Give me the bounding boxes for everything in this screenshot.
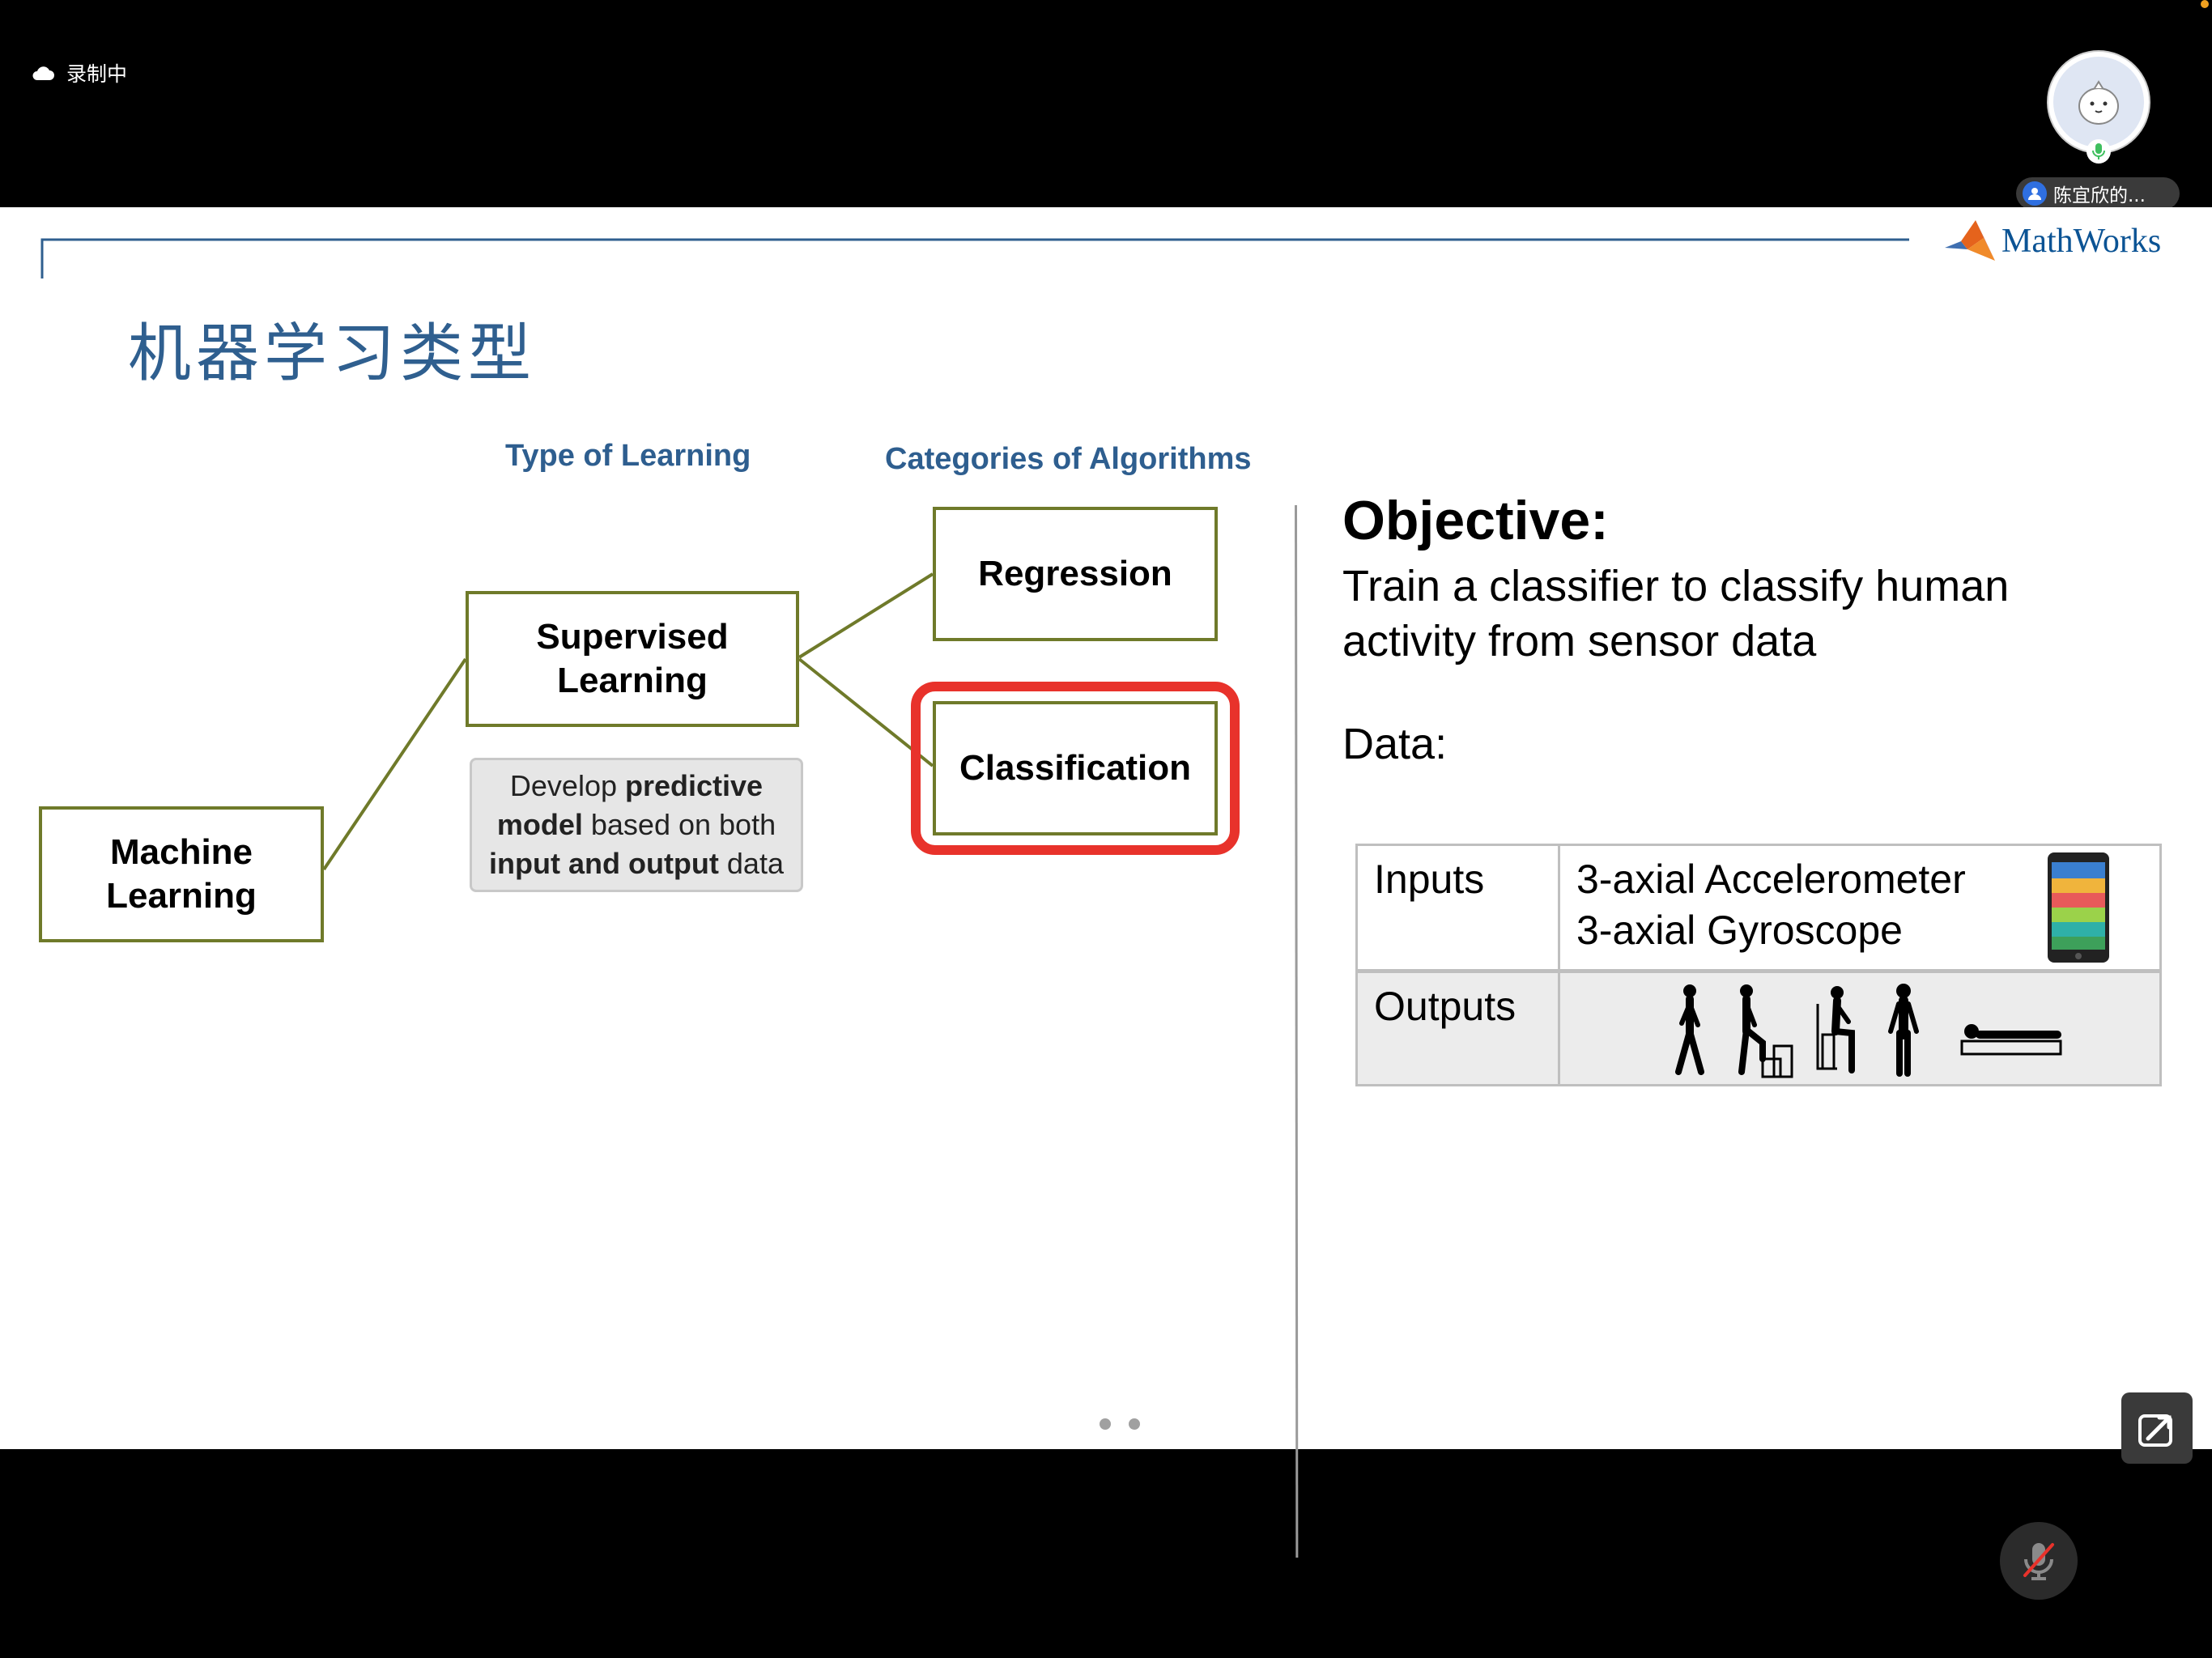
mathworks-logo: MathWorks [1943, 219, 2161, 264]
status-dot [2201, 0, 2209, 8]
smartphone-icon [2048, 852, 2109, 963]
recording-label: 录制中 [66, 62, 128, 86]
mute-microphone-button[interactable] [2000, 1522, 2078, 1600]
inputs-value: 3-axial Accelerometer 3-axial Gyroscope [1560, 846, 2159, 969]
table-row-separator [1358, 969, 2159, 973]
participant-avatar[interactable] [2048, 52, 2149, 152]
mascot-icon [2078, 80, 2119, 125]
box-sl-line2: Learning [557, 661, 708, 700]
cloud-icon [32, 66, 54, 80]
mic-active-icon [2087, 139, 2111, 164]
desc-text: based on both [582, 808, 776, 842]
slide-divider [1295, 504, 1299, 1558]
classification-highlight [911, 682, 1240, 855]
header-type-of-learning: Type of Learning [505, 439, 751, 473]
desc-text: data [718, 846, 784, 880]
box-sl-line1: Supervised [536, 617, 729, 657]
box-classification: Classification [933, 701, 1218, 835]
activity-icons [1675, 984, 2062, 1078]
box-ml-line1: Machine [109, 832, 253, 873]
supervised-description: Develop predictive model based on both i… [470, 758, 803, 892]
inputs-label: Inputs [1358, 846, 1560, 969]
slide-pager[interactable] [1100, 1418, 1140, 1430]
pager-dot[interactable] [1129, 1418, 1140, 1430]
box-supervised-learning: Supervised Learning [466, 591, 799, 727]
membrane-logo-icon [1945, 220, 1995, 261]
inputs-accelerometer: 3-axial Accelerometer [1576, 857, 1966, 902]
desc-bold: input and output [489, 846, 719, 880]
recording-indicator: 录制中 [31, 58, 127, 87]
outputs-value [1560, 973, 2159, 1084]
lying-icon [1960, 1024, 2062, 1056]
expand-icon [2138, 1414, 2172, 1447]
expand-button[interactable] [2121, 1392, 2193, 1464]
shared-slide: MathWorks 机器学习类型 Type of Learning Catego… [0, 207, 2212, 1558]
box-regression: Regression [933, 507, 1218, 641]
desc-bold: predictive [625, 769, 764, 803]
sitting-icon [1816, 986, 1855, 1073]
user-icon [2023, 181, 2047, 206]
participant-name: 陈宜欣的... [2053, 185, 2146, 206]
participant-name-tag[interactable]: 陈宜欣的... [2016, 177, 2180, 210]
standing-icon [1888, 984, 1919, 1077]
box-machine-learning: Machine Learning [39, 806, 324, 942]
data-label: Data: [1342, 720, 1448, 768]
desc-bold: model [496, 808, 583, 842]
mic-muted-icon [2023, 1543, 2054, 1580]
outputs-label: Outputs [1358, 973, 1560, 1084]
tree-connectors [322, 572, 934, 871]
inputs-gyroscope: 3-axial Gyroscope [1576, 908, 1903, 953]
box-ml-line2: Learning [106, 876, 257, 916]
walking-icon [1675, 984, 1704, 1075]
pager-dot[interactable] [1100, 1418, 1111, 1430]
header-categories-of-algorithms: Categories of Algorithms [885, 442, 1252, 476]
objective-text: Train a classifier to classify human act… [1342, 562, 2010, 666]
desc-text: Develop [509, 769, 625, 803]
header-line [40, 238, 1909, 278]
slide-title: 机器学习类型 [128, 317, 537, 390]
objective-title: Objective: [1342, 490, 1609, 551]
avatar-image [2053, 57, 2144, 147]
data-table: Inputs 3-axial Accelerometer 3-axial Gyr… [1355, 844, 2162, 1086]
logo-text: MathWorks [2001, 223, 2162, 260]
walking-upstairs-icon [1738, 984, 1793, 1078]
